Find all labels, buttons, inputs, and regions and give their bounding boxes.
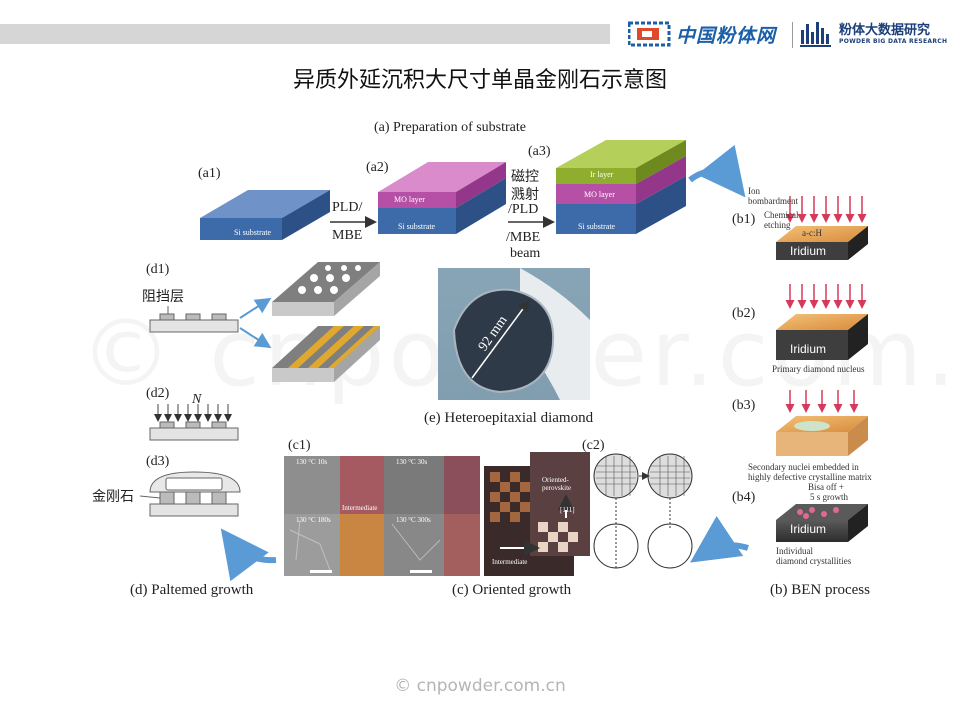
n-label: N [192,392,202,407]
header-bar-cut [588,24,610,44]
ben-b3-block [776,390,868,456]
time-30s: 130 °C 30s [396,458,428,466]
iridium-label-b2: Iridium [790,342,827,356]
si-substrate-label-a3: Si substrate [578,222,616,231]
iridium-label-b4: Iridium [790,522,827,536]
time-10s: 130 °C 10s [296,458,328,466]
si-substrate-slab-a2 [378,178,506,234]
ben-b4-block [776,504,868,542]
etching-label: etching [764,220,791,230]
si-substrate-slab [200,190,330,240]
label-d3: (d3) [146,454,170,469]
arrow-d1-down [239,327,272,349]
bias-off-label-1: Bisa off + [808,482,844,492]
bombardment-label: bombardment [748,196,798,206]
oriented-label-1: Oriented- [542,476,569,484]
time-300s: 130 °C 300s [396,516,431,524]
barrier-label: 阻挡层 [142,289,184,305]
arrow-d1-up [239,297,272,319]
heteroepitaxial-diamond-photo [438,268,590,400]
oriented-perovskite-illustration [484,452,590,576]
arrow2-label-pld: /PLD [508,202,539,217]
si-substrate-label: Si substrate [234,228,272,237]
section-a-heading: (a) Preparation of substrate [374,120,526,135]
secondary-nuclei-label-1: Secondary nuclei embedded in [748,462,859,472]
ach-label: a-c:H [802,228,822,238]
arrow2-label-jianshe: 溅射 [511,187,539,203]
logo-divider [792,22,793,48]
caption-c: (c) Oriented growth [452,582,572,598]
intermediate-label: Intermediate [492,558,528,566]
big-data-logo-en: POWDER BIG DATA RESEARCH [839,37,948,45]
bias-off-label-2: 5 s growth [810,492,848,502]
cnpowder-logo-icon [628,21,671,47]
label-c1: (c1) [288,438,311,453]
label-b4: (b4) [732,490,756,505]
secondary-nuclei-label-2: highly defective crystalline matrix [748,472,872,482]
c2-diffraction-patterns [593,453,693,569]
big-data-logo[interactable]: 粉体大数据研究 POWDER BIG DATA RESEARCH [800,18,947,50]
arrow2-label-cikong: 磁控 [511,169,539,185]
ir-layer-slab [556,140,686,184]
cnpowder-logo-text: 中国粉体网 [676,24,777,47]
label-b1: (b1) [732,212,756,227]
ben-b1-block [776,196,868,260]
mo-layer-label-a3: MO layer [584,190,615,199]
bar-chart-icon [800,22,831,47]
oriented-label-2: perovskite [542,484,572,492]
arrow1-label-pld: PLD/ [332,200,363,215]
label-b3: (b3) [732,398,756,413]
individual-label-1: Individual [776,546,813,556]
d2-substrate [149,404,239,441]
primary-nucleus-label: Primary diamond nucleus [772,364,865,374]
c1-micrographs [284,456,480,576]
label-d2: (d2) [146,386,170,401]
curved-arrow-a-b [688,144,746,198]
caption-e: (e) Heteroepitaxial diamond [424,410,594,426]
big-data-logo-cn: 粉体大数据研究 [839,22,931,38]
page-title: 异质外延沉积大尺寸单晶金刚石示意图 [292,68,667,93]
label-b2: (b2) [732,306,756,321]
mo-layer-slab [378,162,506,208]
mo-layer-label: MO layer [394,195,425,204]
individual-label-2: diamond crystallities [776,556,852,566]
curved-arrow-b-c [690,516,749,563]
intermediate-label-c1: Intermediate [342,504,378,512]
d1-substrate [149,306,239,333]
diamond-label: 金刚石 [92,489,134,505]
header-bar [0,24,610,44]
si-substrate-label-a2: Si substrate [398,222,436,231]
striped-mask-slab [272,326,380,382]
label-a3: (a3) [528,144,551,159]
caption-b: (b) BEN process [770,582,870,598]
ben-b2-block [776,284,868,360]
label-c2: (c2) [582,438,605,453]
cnpowder-logo[interactable]: 中国粉体网 [628,18,776,50]
ir-layer-label: Ir layer [590,170,614,179]
ion-label: Ion [748,186,760,196]
beam-label: beam [510,246,541,261]
label-a2: (a2) [366,160,389,175]
mo-layer-slab-a3 [556,156,686,204]
iridium-label-b1: Iridium [790,244,827,258]
arrow2-label-mbe: /MBE [506,230,541,245]
label-d1: (d1) [146,262,170,277]
curved-arrow-c-d [220,528,277,582]
miller-index-label: [111] [560,506,575,514]
si-substrate-slab-a3 [556,176,686,234]
label-a1: (a1) [198,166,221,181]
footer-copyright: © cnpowder.com.cn [394,676,566,696]
time-180s: 130 °C 180s [296,516,331,524]
chemical-label: Chemical [764,210,799,220]
perforated-mask-slab [272,262,380,316]
d3-substrate [139,471,241,517]
arrow1-label-mbe: MBE [332,228,363,243]
caption-d: (d) Paltemed growth [130,582,254,598]
